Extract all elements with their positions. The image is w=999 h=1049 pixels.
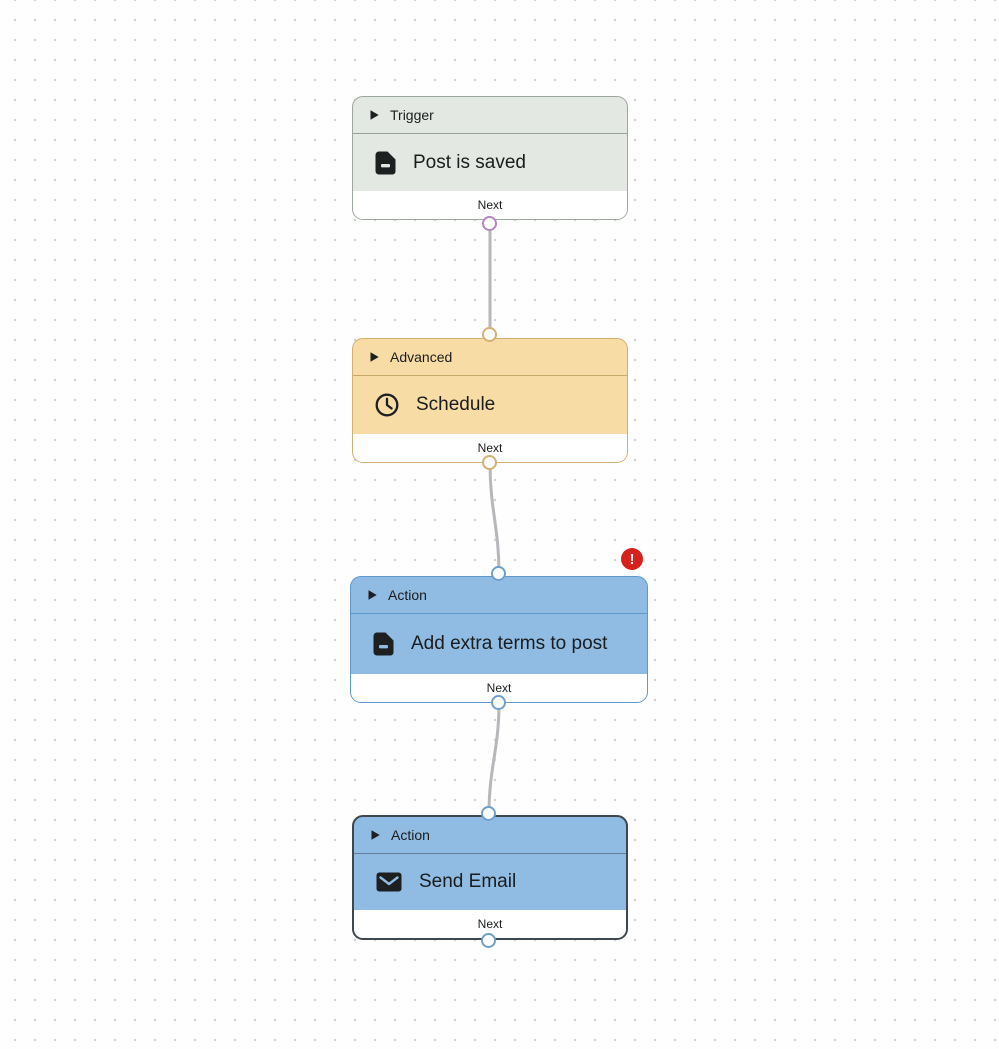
next-port-label: Next (486, 681, 512, 695)
node-header[interactable]: Action (354, 817, 626, 854)
collapse-caret-icon[interactable] (370, 352, 379, 362)
node-header[interactable]: Trigger (353, 97, 627, 134)
next-port-label: Next (477, 917, 503, 931)
node-trigger[interactable]: Trigger Post is saved Next (352, 96, 628, 220)
node-body: Add extra terms to post (351, 614, 647, 674)
error-badge-symbol: ! (629, 550, 635, 568)
node-type-label: Advanced (390, 349, 453, 365)
node-body: Schedule (353, 376, 627, 434)
error-badge[interactable]: ! (621, 548, 643, 570)
document-icon (375, 151, 396, 175)
next-port-label: Next (477, 198, 503, 212)
node-type-label: Action (391, 827, 430, 843)
node-title: Add extra terms to post (411, 633, 608, 654)
edge-action-email[interactable] (487, 701, 501, 816)
node-header[interactable]: Action (351, 577, 647, 614)
port-trigger-out[interactable] (482, 216, 497, 231)
collapse-caret-icon[interactable] (371, 830, 380, 840)
envelope-icon (376, 872, 402, 892)
node-header[interactable]: Advanced (353, 339, 627, 376)
node-type-label: Trigger (390, 107, 434, 123)
collapse-caret-icon[interactable] (368, 590, 377, 600)
node-body: Send Email (354, 854, 626, 910)
node-advanced[interactable]: Advanced Schedule Next (352, 338, 628, 463)
next-port-label: Next (477, 441, 503, 455)
node-title: Send Email (419, 871, 517, 892)
collapse-caret-icon[interactable] (370, 110, 379, 120)
node-action-add-terms[interactable]: Action Add extra terms to post Next (350, 576, 648, 703)
node-type-label: Action (388, 587, 427, 603)
node-action-send-email[interactable]: Action Send Email Next (352, 815, 628, 940)
port-advanced-in[interactable] (482, 327, 497, 342)
document-icon (373, 632, 394, 656)
port-email-in[interactable] (481, 806, 496, 821)
edge-advanced-action[interactable] (488, 461, 501, 576)
clock-icon (375, 393, 399, 417)
port-action-out[interactable] (491, 695, 506, 710)
node-title: Schedule (416, 394, 496, 415)
node-title: Post is saved (413, 151, 526, 173)
port-email-out[interactable] (481, 933, 496, 948)
node-footer: Next (353, 191, 627, 219)
port-action-in[interactable] (491, 566, 506, 581)
port-advanced-out[interactable] (482, 455, 497, 470)
node-body: Post is saved (353, 134, 627, 191)
